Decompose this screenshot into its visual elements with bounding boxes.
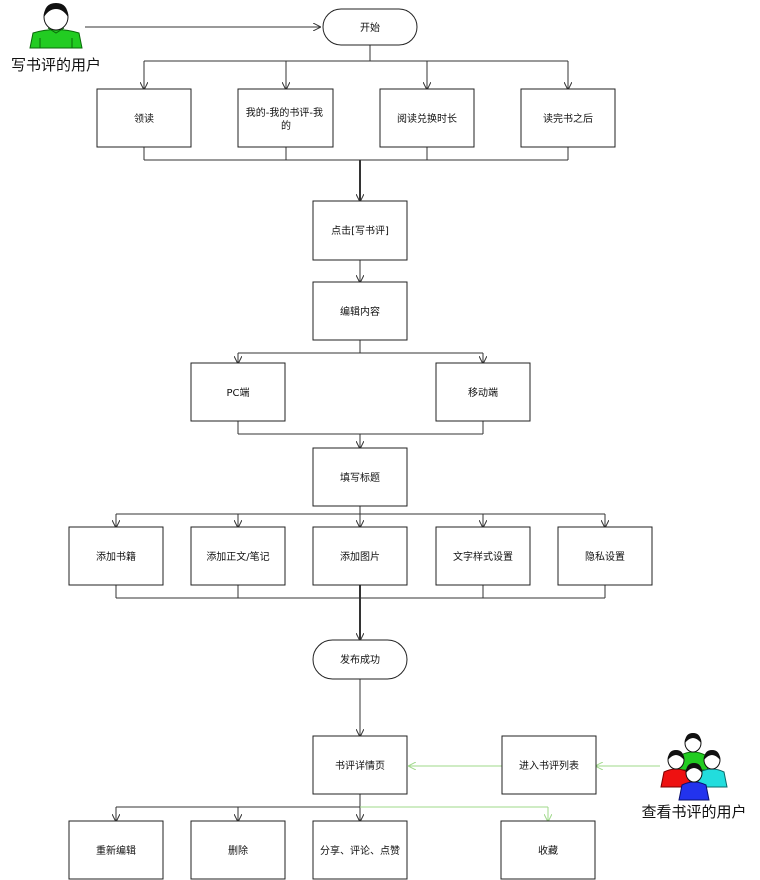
pc-label: PC端 [226,386,249,399]
writer-label: 写书评的用户 [11,56,101,74]
privacy-box [557,526,653,586]
nodes [68,8,653,880]
edit-content-label: 编辑内容 [340,305,380,318]
after-reading-label: 读完书之后 [543,112,593,125]
my-reviews-label-line: 的 [281,119,291,132]
add-book-label: 添加书籍 [96,550,136,563]
re-edit-box [68,820,164,880]
share-label: 分享、评论、点赞 [320,844,400,857]
add-text-label: 添加正文/笔记 [206,550,269,563]
review-detail-label: 书评详情页 [335,759,385,772]
enter-list-label: 进入书评列表 [519,759,579,772]
re-edit-label: 重新编辑 [96,844,136,857]
mobile-box [435,362,531,422]
delete-label: 删除 [228,844,248,857]
start-label: 开始 [360,21,380,34]
entry-lingdu-box [96,88,192,148]
writer-actor: 写书评的用户 [11,3,101,74]
connectors [85,27,605,821]
add-image-box [312,526,408,586]
mobile-label: 移动端 [468,386,498,399]
entry-reading-time-box [379,88,475,148]
publish-success-terminal [312,639,408,680]
edit-content-box [312,281,408,341]
add-image-label: 添加图片 [340,550,380,563]
favorite-box [500,820,596,880]
add-book-box [68,526,164,586]
reading-time-label: 阅读兑换时长 [397,112,457,125]
text-style-label: 文字样式设置 [453,550,513,563]
review-detail-box [312,735,408,795]
my-reviews-label: 我的-我的书评-我 的 [246,106,326,132]
fill-title-box [312,447,408,507]
share-box [312,820,408,880]
publish-success-label: 发布成功 [340,653,380,666]
entry-after-reading-box [520,88,616,148]
favorite-label: 收藏 [538,844,558,857]
user-icon [29,3,83,49]
add-text-box [190,526,286,586]
click-write-label: 点击[写书评] [331,225,389,237]
enter-list-box [501,735,597,795]
viewer-label: 查看书评的用户 [641,803,746,821]
node-labels: 开始 领读 我的-我的书评-我 的 阅读兑换时长 读完书之后 点击[写书评] 编… [96,21,625,857]
start-terminal [322,8,418,46]
privacy-label: 隐私设置 [585,551,625,563]
pc-box [190,362,286,422]
lingdu-label: 领读 [134,112,154,125]
viewer-actor: 查看书评的用户 [641,733,747,821]
delete-box [190,820,286,880]
entry-my-reviews-box [237,88,334,148]
viewer-connectors [360,766,660,821]
text-style-box [435,526,531,586]
my-reviews-label-line: 我的-我的书评-我 [246,106,323,119]
click-write-box [312,200,408,261]
fill-title-label: 填写标题 [340,471,380,484]
users-group-icon [660,733,728,801]
